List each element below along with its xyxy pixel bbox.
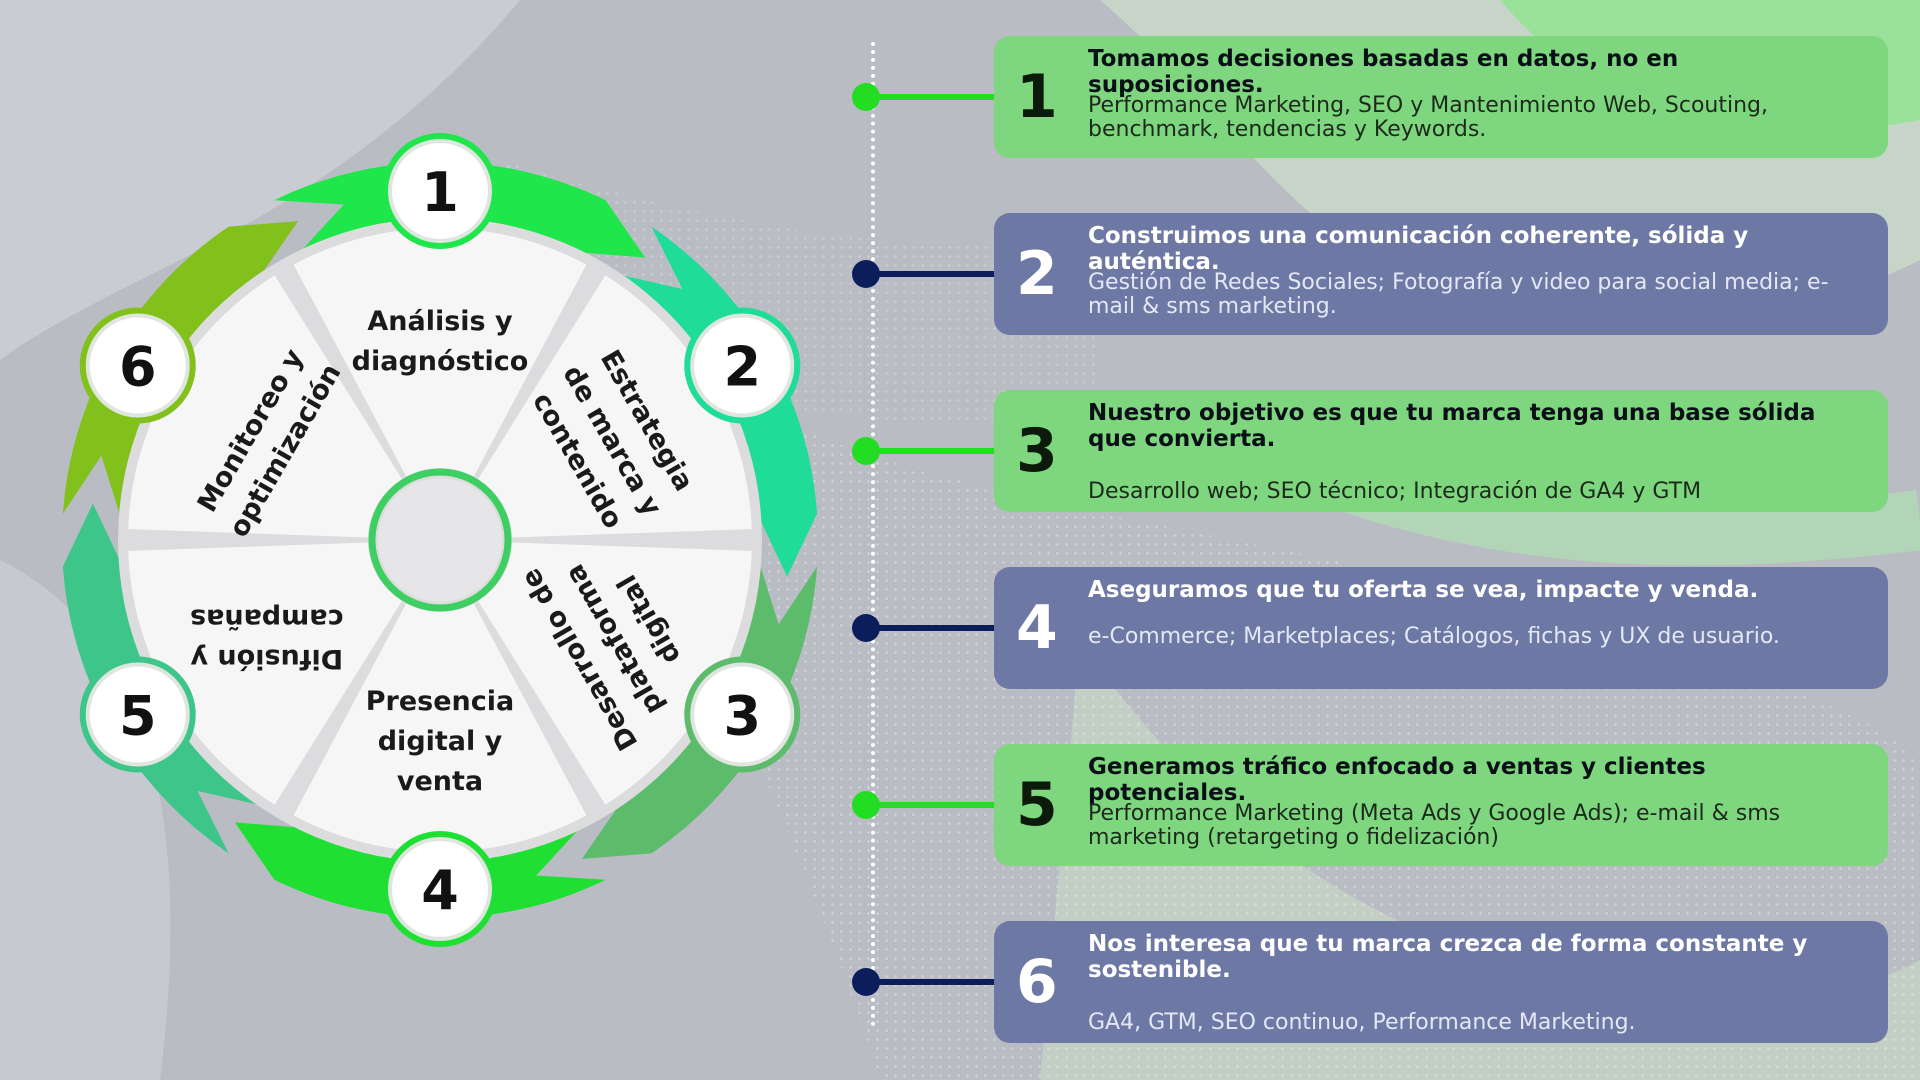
timeline-dotted-line (871, 42, 875, 1027)
hub-center (378, 478, 502, 602)
step-card-4: 4 Aseguramos que tu oferta se vea, impact… (994, 567, 1888, 689)
step-title: Aseguramos que tu oferta se vea, impacte… (1088, 577, 1759, 603)
connector-line (866, 802, 1016, 808)
step-row-5: 5 Generamos tráfico enfocado a ventas y c… (848, 744, 1888, 866)
wheel-wedge-3 (478, 542, 752, 805)
cycle-number-badge-5: 5 (79, 656, 196, 773)
step-description: Performance Marketing, SEO y Mantenimien… (1088, 93, 1769, 142)
step-title: Construimos una comunicación coherente, … (1088, 223, 1749, 275)
segment-label-line: Difusión y (190, 643, 343, 674)
segment-label-line: venta (397, 766, 483, 797)
cycle-number-badge-3: 3 (684, 656, 801, 773)
step-number: 3 (1016, 416, 1058, 486)
timeline-dot (852, 437, 880, 465)
segment-label-5: Difusión y campañas (190, 603, 343, 674)
step-row-4: 4 Aseguramos que tu oferta se vea, impact… (848, 567, 1888, 689)
step-card-1: 1 Tomamos decisiones basadas en datos, no… (994, 36, 1888, 158)
timeline-dot (852, 614, 880, 642)
step-card-3: 3 Nuestro objetivo es que tu marca tenga … (994, 390, 1888, 512)
cycle-arrow-segment-3 (581, 562, 818, 859)
timeline-dot (852, 83, 880, 111)
step-card-6: 6 Nos interesa que tu marca crezca de for… (994, 921, 1888, 1043)
step-description: Gestión de Redes Sociales; Fotografía y … (1088, 270, 1829, 319)
step-row-3: 3 Nuestro objetivo es que tu marca tenga … (848, 390, 1888, 512)
timeline-dot (852, 968, 880, 996)
cycle-number-badge-4: 4 (382, 831, 498, 947)
wheel-wedge-4 (293, 603, 587, 853)
step-title: Generamos tráfico enfocado a ventas y cl… (1088, 754, 1706, 806)
wheel-wedge-5 (128, 542, 402, 805)
svg-text:3: 3 (723, 685, 761, 748)
svg-text:2: 2 (723, 336, 761, 399)
segment-label-line: digital y (378, 726, 503, 757)
step-description: GA4, GTM, SEO continuo, Performance Mark… (1088, 1010, 1636, 1035)
segment-label-4: Presencia digital y venta (366, 686, 515, 797)
step-title: Tomamos decisiones basadas en datos, no … (1088, 46, 1679, 98)
segment-label-line: campañas (190, 603, 343, 634)
wheel-wedge-2 (478, 275, 752, 538)
step-number: 5 (1016, 770, 1058, 840)
wheel-wedge-6 (128, 275, 402, 538)
connector-line (866, 94, 1016, 100)
connector-line (866, 979, 1016, 985)
step-title: Nos interesa que tu marca crezca de form… (1088, 931, 1808, 983)
svg-text:4: 4 (421, 859, 459, 922)
segment-label-1: Análisis y diagnóstico (352, 306, 529, 377)
timeline-dot (852, 791, 880, 819)
step-number: 1 (1016, 62, 1058, 132)
step-row-1: 1 Tomamos decisiones basadas en datos, no… (848, 36, 1888, 158)
step-description: Performance Marketing (Meta Ads y Google… (1088, 801, 1781, 850)
cycle-number-badge-2: 2 (684, 307, 801, 424)
timeline-dot (852, 260, 880, 288)
segment-label-line: Presencia (366, 686, 515, 717)
cycle-number-badge-1: 1 (382, 133, 498, 249)
step-row-6: 6 Nos interesa que tu marca crezca de for… (848, 921, 1888, 1043)
connector-line (866, 448, 1016, 454)
svg-text:1: 1 (421, 161, 459, 224)
step-number: 4 (1016, 593, 1058, 663)
connector-line (866, 625, 1016, 631)
step-card-5: 5 Generamos tráfico enfocado a ventas y c… (994, 744, 1888, 866)
hub-ring (368, 468, 512, 612)
step-description: Desarrollo web; SEO técnico; Integración… (1088, 479, 1702, 504)
svg-text:5: 5 (119, 685, 157, 748)
wheel-wedge-1 (293, 228, 587, 477)
cycle-number-badge-6: 6 (79, 307, 196, 424)
segment-label-line: Análisis y (367, 306, 513, 337)
svg-text:6: 6 (119, 336, 157, 399)
step-row-2: 2 Construimos una comunicación coherente,… (848, 213, 1888, 335)
connector-line (866, 271, 1016, 277)
step-number: 6 (1016, 947, 1058, 1017)
segment-label-line: diagnóstico (352, 346, 529, 377)
cycle-arrow-segment-6 (62, 221, 299, 518)
step-card-2: 2 Construimos una comunicación coherente,… (994, 213, 1888, 335)
step-title: Nuestro objetivo es que tu marca tenga u… (1088, 400, 1816, 452)
step-number: 2 (1016, 239, 1058, 309)
step-description: e-Commerce; Marketplaces; Catálogos, fic… (1088, 624, 1780, 649)
